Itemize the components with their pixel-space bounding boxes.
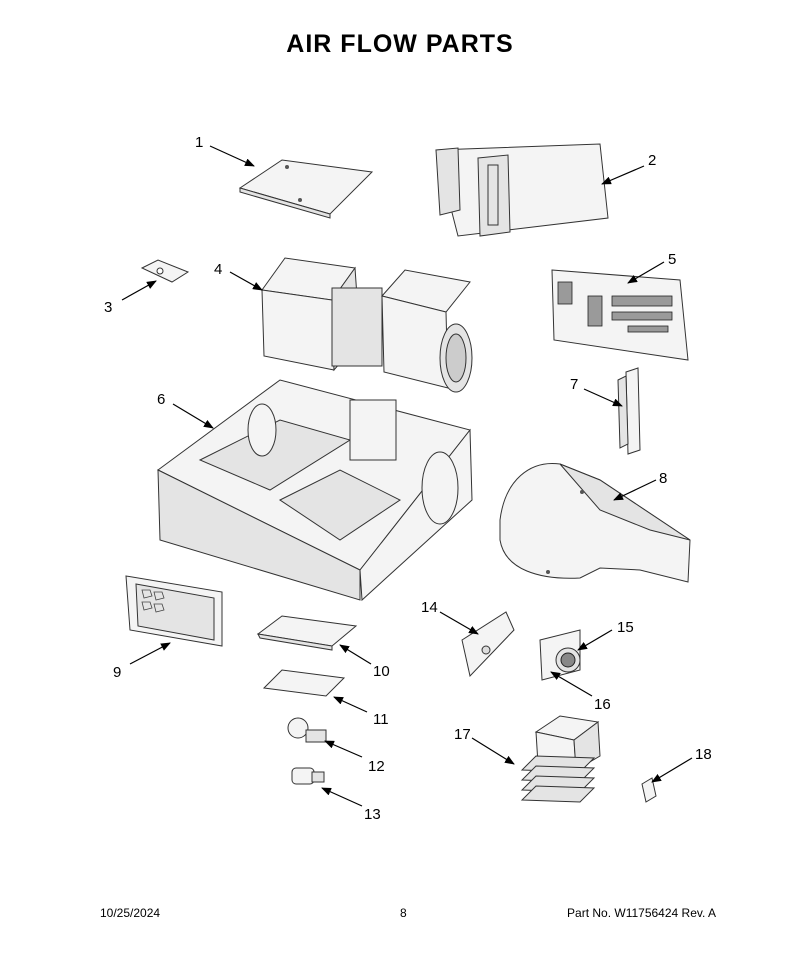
callout-numbers: 1 2 3 4 5 6 7 8 9 10 11 12 13 14 15 16 1… — [104, 134, 712, 823]
part-7-vertical-bracket — [617, 367, 641, 455]
callout-5: 5 — [668, 251, 676, 268]
part-9-filter — [125, 575, 223, 647]
page-title: AIR FLOW PARTS — [286, 30, 514, 58]
callout-9: 9 — [113, 664, 121, 681]
part-2-bracket-panel — [435, 143, 609, 237]
callout-6: 6 — [157, 391, 165, 408]
part-12-bulb — [287, 717, 327, 743]
footer-part-number: Part No. W11756424 Rev. A — [567, 906, 716, 920]
part-15-thermal-switch — [539, 629, 581, 681]
callout-10: 10 — [373, 663, 390, 680]
part-13-socket — [291, 767, 325, 785]
footer-date: 10/25/2024 — [100, 906, 161, 920]
footer-page-number: 8 — [400, 906, 407, 920]
part-18-small-clip — [641, 777, 657, 803]
part-3-small-bracket — [140, 259, 190, 283]
callout-2: 2 — [648, 152, 656, 169]
callout-16: 16 — [594, 696, 611, 713]
callout-15: 15 — [617, 619, 634, 636]
callout-13: 13 — [364, 806, 381, 823]
callout-11: 11 — [373, 711, 389, 728]
part-5-vent-grille — [551, 269, 689, 361]
callout-4: 4 — [214, 261, 222, 278]
callout-1: 1 — [195, 134, 203, 151]
part-6-cavity-frame — [157, 379, 473, 602]
part-14-control-bracket — [461, 611, 515, 678]
part-8-air-duct — [499, 463, 691, 583]
part-1-plate — [238, 159, 374, 219]
callout-3: 3 — [104, 299, 112, 316]
part-4-blower-motor — [261, 257, 473, 393]
callout-17: 17 — [454, 726, 471, 743]
callout-12: 12 — [368, 758, 385, 775]
part-17-magnetron — [520, 715, 601, 803]
part-10-panel — [256, 615, 358, 651]
callout-14: 14 — [421, 599, 438, 616]
part-11-pad — [262, 669, 346, 697]
leader-lines — [121, 145, 693, 807]
callout-8: 8 — [659, 470, 667, 487]
callout-18: 18 — [695, 746, 712, 763]
callout-7: 7 — [570, 376, 578, 393]
